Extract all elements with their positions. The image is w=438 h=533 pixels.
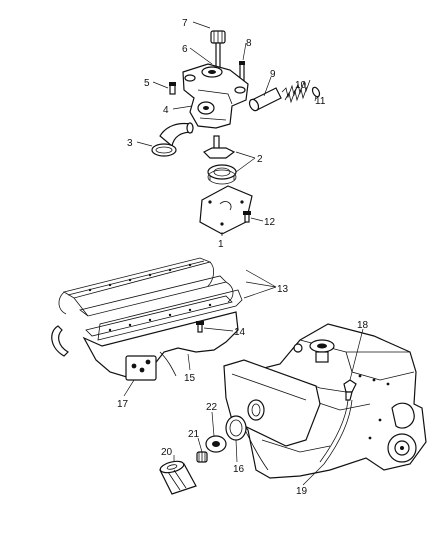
oil-filter: [159, 460, 197, 495]
callout-13: 13: [277, 284, 289, 295]
callout-6: 6: [182, 44, 188, 55]
callout-11: 11: [315, 96, 326, 107]
filter-fitting: [196, 451, 208, 463]
outer-rotor: [207, 164, 237, 185]
pan-gasket-set: [58, 257, 243, 341]
inner-rotor: [202, 135, 236, 159]
pump-bolt-short: [169, 82, 176, 95]
callout-18: 18: [357, 320, 369, 331]
callout-19: 19: [296, 486, 308, 497]
relief-valve: [248, 87, 282, 112]
callout-1: 1: [218, 239, 224, 250]
adapter-gasket: [225, 415, 247, 441]
callout-8: 8: [246, 38, 252, 49]
callout-10: 10: [295, 80, 307, 91]
callout-14: 14: [234, 327, 246, 338]
rear-seal: [51, 325, 69, 357]
callout-16: 16: [233, 464, 245, 475]
filter-adapter: [205, 435, 227, 453]
pan-bolt: [196, 321, 204, 333]
callout-15: 15: [184, 373, 196, 384]
callout-21: 21: [188, 429, 200, 440]
drive-shaft-gear: [210, 30, 226, 70]
dipstick: [343, 379, 357, 401]
drain-plug-kit: [125, 355, 157, 381]
callout-5: 5: [144, 78, 150, 89]
callout-labels: 7 6 8 5 4 9 10 11 3 2 12 1 13 14 15 17 1…: [117, 18, 369, 497]
relief-spring: [281, 79, 311, 104]
callout-2: 2: [257, 154, 263, 165]
oil-pickup-tube: [151, 122, 194, 157]
dipstick-tube: [319, 399, 353, 465]
relief-retainer: [311, 86, 321, 98]
callout-9: 9: [270, 69, 276, 80]
cover-screw: [243, 211, 251, 223]
callout-7: 7: [182, 18, 188, 29]
pump-cover: [199, 185, 253, 235]
callout-20: 20: [161, 447, 173, 458]
callout-12: 12: [264, 217, 276, 228]
oil-pump-body: [182, 63, 249, 129]
callout-4: 4: [163, 105, 169, 116]
callout-3: 3: [127, 138, 133, 149]
callout-22: 22: [206, 402, 218, 413]
valve-cover: [223, 359, 321, 471]
callout-17: 17: [117, 399, 129, 410]
leader-lines: [123, 21, 364, 486]
